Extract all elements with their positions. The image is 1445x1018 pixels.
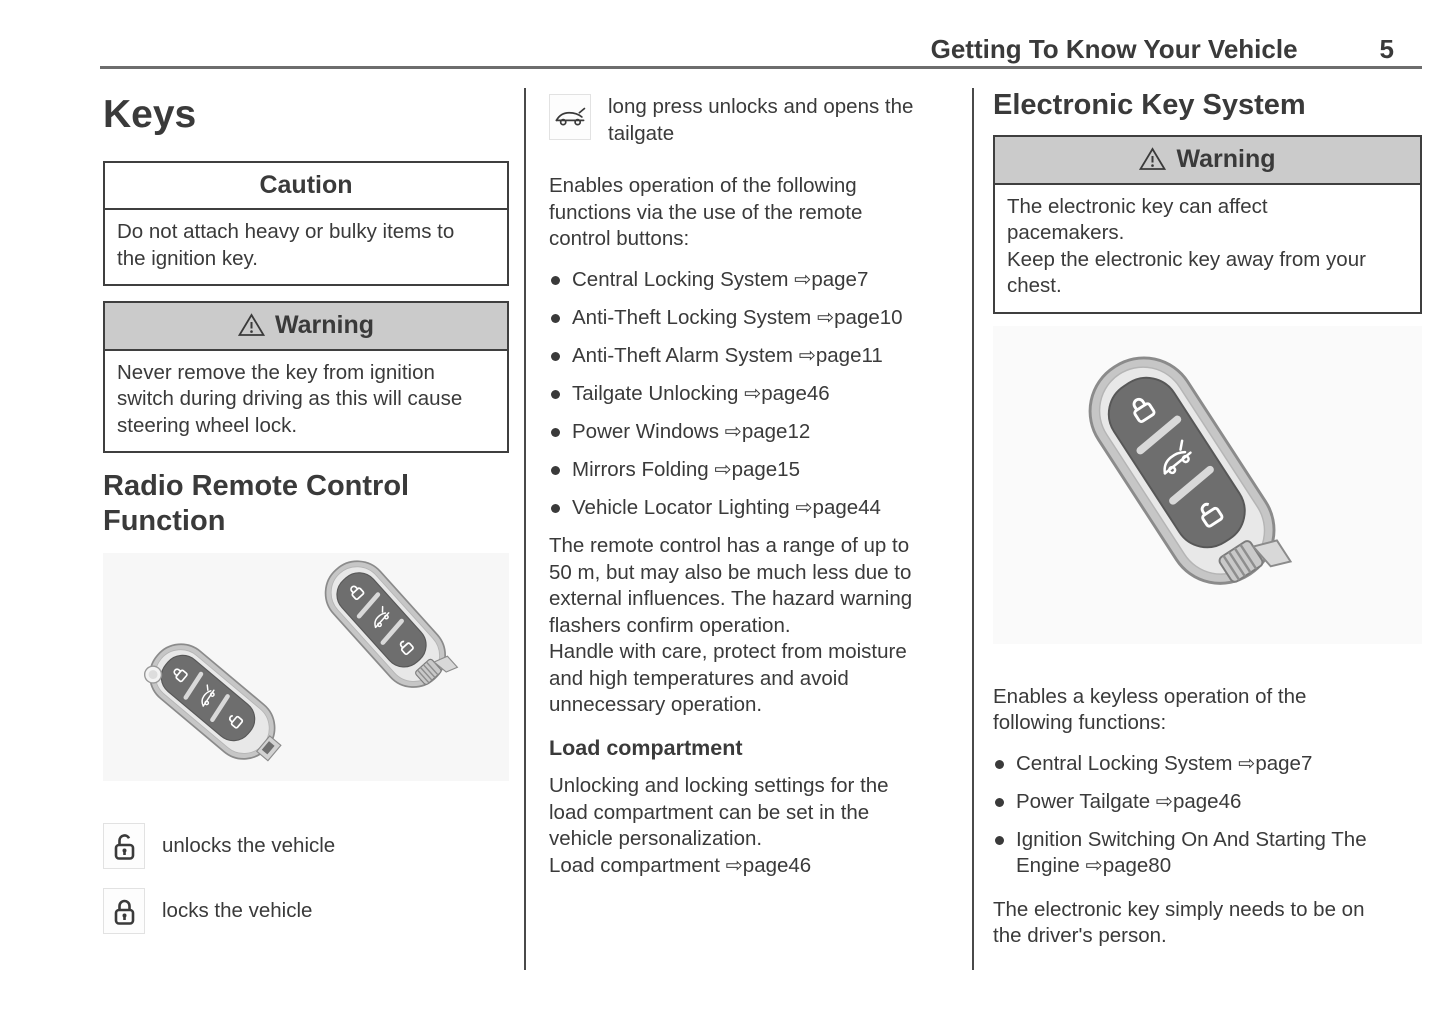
car-open-tailgate-icon	[374, 605, 390, 629]
car-open-tailgate-icon	[549, 94, 591, 140]
list-item: Ignition Switching On And Starting The E…	[993, 827, 1422, 880]
car-open-tailgate-icon	[1163, 439, 1192, 475]
page-header-title: Getting To Know Your Vehicle	[930, 34, 1298, 64]
warning-box-body: Never remove the key from ignition switc…	[117, 360, 463, 437]
list-item: Power Tailgate ⇨page46	[993, 789, 1422, 816]
car-open-tailgate-icon	[201, 684, 215, 707]
caution-box-header: Caution	[105, 163, 507, 210]
load-compartment-heading: Load compartment	[549, 735, 743, 760]
remote-functions-list: Central Locking System ⇨page7 Anti-Theft…	[549, 267, 961, 522]
page-number: 5	[1379, 34, 1394, 64]
lock-icon	[1132, 397, 1156, 423]
list-item: Central Locking System ⇨page7	[993, 751, 1422, 778]
list-item: Vehicle Locator Lighting ⇨page44	[549, 495, 961, 522]
warning-box-header: Warning	[105, 303, 507, 351]
caution-box-body: Do not attach heavy or bulky items to th…	[117, 220, 455, 270]
list-item: Tailgate Unlocking ⇨page46	[549, 381, 961, 408]
left-column: Keys Caution Do not attach heavy or bulk…	[103, 88, 509, 953]
remote-range-paragraph: The remote control has a range of up to …	[549, 534, 913, 716]
lock-icon	[103, 888, 145, 934]
keyless-functions-list: Central Locking System ⇨page7 Power Tail…	[993, 751, 1422, 880]
unlock-icon	[103, 823, 145, 869]
list-item: Anti-Theft Locking System ⇨page10	[549, 305, 961, 332]
middle-column: long press unlocks and opens the tailgat…	[549, 88, 961, 879]
header-rule	[100, 66, 1422, 69]
legend-lock: locks the vehicle	[103, 888, 509, 934]
electronic-key-outro: The electronic key simply needs to be on…	[993, 897, 1365, 948]
remote-control-keys-image	[103, 553, 509, 781]
page-header: Getting To Know Your Vehicle 5	[100, 34, 1422, 65]
legend-unlock: unlocks the vehicle	[103, 823, 509, 869]
electronic-key-image	[993, 325, 1422, 644]
unlock-icon	[1200, 502, 1224, 528]
caution-box: Caution Do not attach heavy or bulky ite…	[103, 160, 509, 286]
legend-lock-label: locks the vehicle	[162, 898, 313, 922]
load-compartment-paragraph: Unlocking and locking settings for the l…	[549, 774, 889, 877]
keyless-functions-intro: Enables a keyless operation of the follo…	[993, 684, 1307, 735]
list-item: Mirrors Folding ⇨page15	[549, 457, 961, 484]
key-ribbed-slider	[1218, 539, 1264, 583]
smart-key-image	[302, 538, 486, 729]
warning-box-title: Warning	[1176, 145, 1276, 173]
warning-box: Warning Never remove the key from igniti…	[103, 301, 509, 453]
electronic-key-heading: Electronic Key System	[993, 89, 1306, 121]
flip-key-image	[128, 621, 316, 798]
unlock-icon	[229, 715, 244, 729]
keys-heading: Keys	[103, 93, 197, 136]
electronic-key-fob-image	[1051, 322, 1335, 650]
warning-box-title: Warning	[274, 311, 375, 339]
warning-box-body: The electronic key can affect pacemakers…	[1007, 194, 1366, 298]
list-item: Power Windows ⇨page12	[549, 419, 961, 446]
warning-box-header: Warning	[995, 137, 1420, 185]
warning-box: Warning The electronic key can affect pa…	[993, 135, 1422, 314]
warning-triangle-icon	[237, 313, 265, 337]
right-column: Electronic Key System Warning The electr…	[993, 88, 1422, 950]
legend-tailgate: long press unlocks and opens the tailgat…	[549, 94, 961, 147]
list-item: Central Locking System ⇨page7	[549, 267, 961, 294]
lock-icon	[350, 585, 365, 601]
column-divider-right	[972, 88, 974, 970]
radio-remote-heading: Radio Remote Control Function	[103, 470, 410, 537]
unlock-icon	[399, 640, 414, 656]
list-item: Anti-Theft Alarm System ⇨page11	[549, 343, 961, 370]
lock-icon	[173, 668, 188, 683]
warning-triangle-icon	[1139, 147, 1167, 171]
remote-functions-intro: Enables operation of the following funct…	[549, 174, 863, 250]
column-divider-left	[524, 88, 526, 970]
caution-box-title: Caution	[259, 170, 353, 199]
legend-tailgate-label: long press unlocks and opens the tailgat…	[608, 95, 914, 145]
legend-unlock-label: unlocks the vehicle	[162, 833, 336, 857]
